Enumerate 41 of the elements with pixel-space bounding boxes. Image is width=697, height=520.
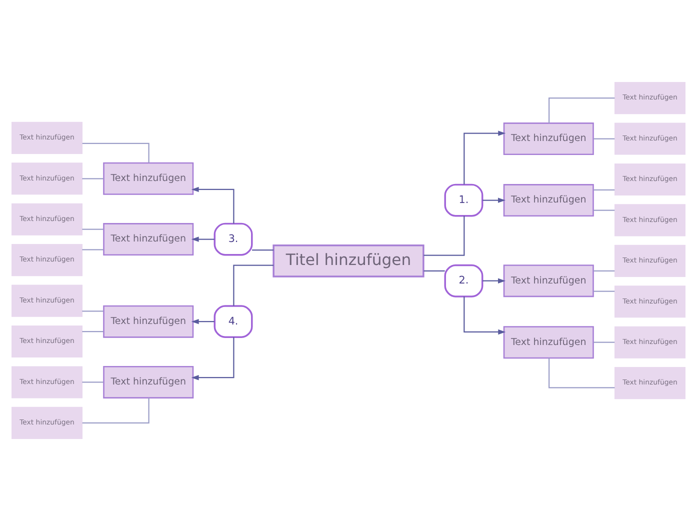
connector (82, 397, 150, 423)
connector (593, 341, 615, 342)
connector (82, 381, 104, 382)
connector (82, 310, 104, 312)
arrow (191, 186, 234, 224)
connector (82, 248, 104, 250)
connector (424, 270, 445, 271)
node-box: Text hinzufügen (503, 326, 594, 358)
connector (548, 357, 615, 388)
node-box: 3. (214, 222, 253, 256)
connector (548, 97, 615, 123)
connector (593, 290, 615, 292)
connector (82, 228, 104, 230)
node-box: Text hinzufügen (103, 162, 194, 194)
node-box: Text hinzufügen (103, 304, 194, 338)
node-box: 2. (444, 264, 484, 297)
node-box: 4. (214, 304, 253, 338)
connector (82, 178, 104, 179)
arrow (191, 336, 234, 380)
arrow (482, 278, 506, 283)
connector (82, 142, 150, 162)
node-box: Text hinzufügen (503, 184, 594, 216)
node-box: Text hinzufügen (503, 264, 594, 297)
arrow (191, 318, 214, 324)
arrow (482, 197, 506, 202)
node-box: Text hinzufügen (103, 222, 194, 256)
connector (252, 249, 274, 250)
connector (593, 270, 615, 271)
arrow (464, 296, 506, 334)
arrow (191, 236, 214, 242)
connector (424, 215, 465, 256)
connector (593, 138, 615, 139)
arrow (464, 130, 506, 184)
node-box: Text hinzufügen (103, 365, 194, 398)
connector (593, 209, 615, 210)
node-box: Titel hinzufügen (272, 244, 424, 277)
node-box: 1. (444, 183, 484, 216)
connector (233, 264, 274, 306)
connector (82, 330, 104, 332)
node-box: Text hinzufügen (503, 122, 594, 155)
connector (593, 188, 615, 190)
